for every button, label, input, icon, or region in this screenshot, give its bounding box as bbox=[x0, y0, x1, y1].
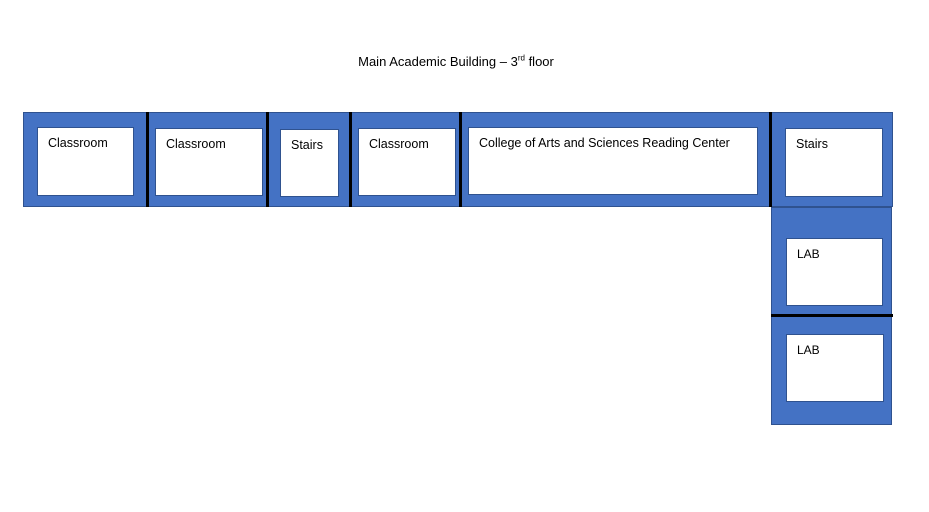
room-stairs-1[interactable]: Stairs bbox=[280, 129, 339, 197]
divider-5 bbox=[769, 112, 772, 207]
floor-title: Main Academic Building – 3rd floor bbox=[0, 54, 912, 69]
room-classroom-2[interactable]: Classroom bbox=[155, 128, 263, 196]
corridor-horizontal bbox=[23, 112, 893, 207]
room-classroom-3[interactable]: Classroom bbox=[358, 128, 456, 196]
room-reading-center[interactable]: College of Arts and Sciences Reading Cen… bbox=[468, 127, 758, 195]
floor-title-suffix: floor bbox=[524, 54, 554, 69]
divider-4 bbox=[459, 112, 462, 207]
divider-3 bbox=[349, 112, 352, 207]
room-classroom-1[interactable]: Classroom bbox=[37, 127, 134, 196]
room-lab-2[interactable]: LAB bbox=[786, 334, 884, 402]
floor-title-superscript: rd bbox=[517, 53, 525, 63]
divider-1 bbox=[146, 112, 149, 207]
floor-title-prefix: Main Academic Building – 3 bbox=[358, 54, 518, 69]
divider-2 bbox=[266, 112, 269, 207]
room-stairs-2[interactable]: Stairs bbox=[785, 128, 883, 197]
divider-6 bbox=[771, 314, 893, 317]
room-lab-1[interactable]: LAB bbox=[786, 238, 883, 306]
